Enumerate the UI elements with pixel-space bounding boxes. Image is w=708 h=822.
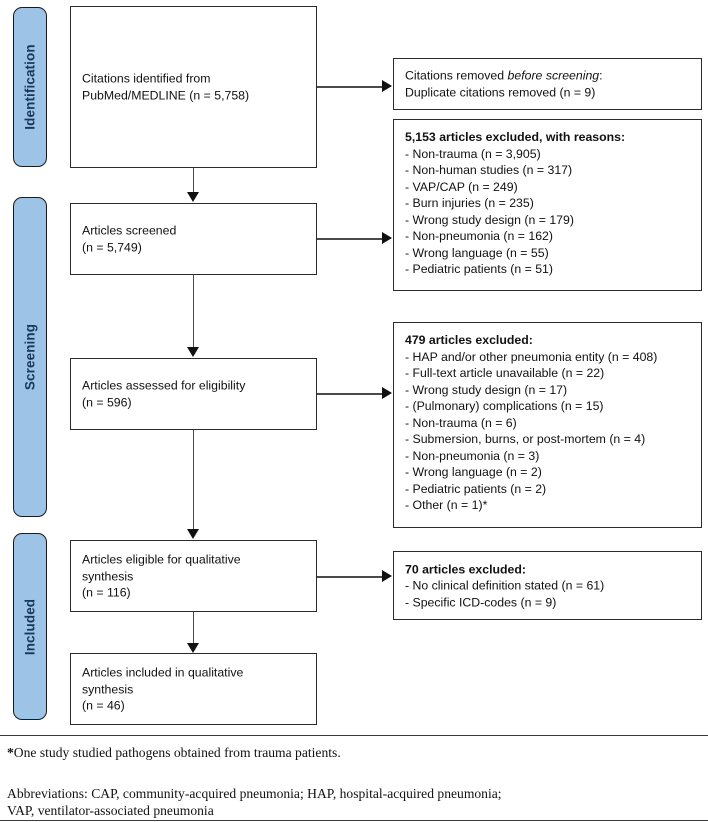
phase-label-identification: Identification [22, 44, 38, 130]
box-articles-included: Articles included in qualitative synthes… [70, 653, 317, 725]
arrow-down-icon [186, 643, 199, 653]
box-line: Duplicate citations removed (n = 9) [405, 85, 596, 99]
box-articles-assessed-text: Articles assessed for eligibility (n = 5… [82, 378, 310, 411]
box-articles-screened-text: Articles screened (n = 5,749) [82, 223, 310, 256]
box-line: (n = 46) [82, 698, 125, 713]
box-line: - Pediatric patients (n = 2) [405, 481, 547, 496]
connector-identified-to-removed [317, 86, 383, 88]
box-line: - Wrong study design (n = 179) [405, 212, 574, 227]
box-line: - Non-human studies (n = 317) [405, 163, 573, 177]
box-articles-screened: Articles screened (n = 5,749) [70, 203, 317, 275]
connector-screened-to-excluded [317, 238, 383, 240]
box-heading: Citations removed before screening: [405, 68, 695, 85]
box-line: Citations identified from [82, 71, 211, 86]
phase-bar-included: Included [13, 533, 47, 720]
connector-eligible-to-excluded [317, 576, 383, 578]
heading-pre: Citations removed [405, 68, 508, 83]
heading-post: : [599, 68, 603, 83]
connector-assessed-to-eligible [192, 430, 195, 530]
phase-label-included: Included [22, 598, 38, 655]
footnote-star-note: *One study studied pathogens obtained fr… [7, 744, 341, 761]
box-excluded-eligibility: 479 articles excluded: - HAP and/or othe… [393, 322, 702, 528]
box-line: - Wrong language (n = 55) [405, 245, 549, 260]
box-excluded-inclusion-text: 70 articles excluded: - No clinical defi… [405, 561, 695, 611]
footer-divider-top [0, 735, 708, 737]
arrow-down-icon [186, 192, 199, 202]
arrow-right-icon [382, 570, 392, 582]
box-line: Articles screened [82, 223, 177, 238]
box-line: (n = 5,749) [82, 240, 142, 254]
box-line: - Pediatric patients (n = 51) [405, 262, 553, 276]
phase-label-screening: Screening [22, 323, 38, 391]
box-excluded-inclusion: 70 articles excluded: - No clinical defi… [393, 551, 702, 620]
footnote-text: One study studied pathogens obtained fro… [13, 745, 341, 760]
box-citations-identified-text: Citations identified from PubMed/MEDLINE… [82, 71, 310, 104]
heading-italic: before screening [507, 68, 600, 83]
box-citations-identified: Citations identified from PubMed/MEDLINE… [70, 6, 317, 168]
abbreviations-line-1: Abbreviations: CAP, community-acquired p… [7, 786, 502, 801]
arrow-down-icon [186, 347, 199, 357]
box-line: - Submersion, burns, or post-mortem (n =… [405, 432, 646, 446]
box-heading: 479 articles excluded: [405, 333, 533, 347]
box-line: - Other (n = 1)* [405, 498, 488, 512]
box-articles-assessed: Articles assessed for eligibility (n = 5… [70, 358, 317, 430]
box-line: - No clinical definition stated (n = 61) [405, 578, 605, 593]
box-line: - Non-trauma (n = 6) [405, 415, 517, 430]
box-line: - Burn injuries (n = 235) [405, 196, 534, 210]
box-line: - VAP/CAP (n = 249) [405, 179, 518, 194]
box-line: - (Pulmonary) complications (n = 15) [405, 399, 604, 413]
box-excluded-eligibility-text: 479 articles excluded: - HAP and/or othe… [405, 332, 695, 514]
arrow-right-icon [382, 80, 392, 92]
box-articles-eligible-text: Articles eligible for qualitative synthe… [82, 551, 310, 601]
footer-divider-bottom [0, 820, 708, 822]
box-line: - Non-pneumonia (n = 3) [405, 448, 540, 463]
connector-identified-to-screened [192, 168, 195, 193]
arrow-right-icon [382, 232, 392, 244]
box-line: - HAP and/or other pneumonia entity (n =… [405, 349, 658, 364]
box-line: synthesis [82, 568, 134, 583]
box-articles-eligible: Articles eligible for qualitative synthe… [70, 540, 317, 612]
box-line: - Full-text article unavailable (n = 22) [405, 366, 605, 380]
abbreviations-line-2: VAP, ventilator-associated pneumonia [7, 803, 214, 818]
connector-screened-to-assessed [192, 275, 195, 348]
box-articles-included-text: Articles included in qualitative synthes… [82, 664, 310, 714]
phase-bar-screening: Screening [13, 197, 47, 517]
box-removed-before-screening: Citations removed before screening: Dupl… [393, 58, 702, 110]
box-line: Articles eligible for qualitative [82, 552, 241, 567]
box-excluded-screening: 5,153 articles excluded, with reasons: -… [393, 119, 702, 291]
box-line: - Non-trauma (n = 3,905) [405, 146, 541, 161]
box-line: (n = 116) [82, 585, 131, 600]
box-line: (n = 596) [82, 395, 132, 409]
phase-bar-identification: Identification [13, 7, 47, 167]
box-removed-before-screening-text: Citations removed before screening: Dupl… [405, 68, 695, 101]
footnote-star: * [7, 745, 14, 760]
box-line: - Wrong language (n = 2) [405, 465, 542, 479]
box-line: - Specific ICD-codes (n = 9) [405, 594, 557, 609]
arrow-right-icon [382, 387, 392, 399]
box-excluded-screening-text: 5,153 articles excluded, with reasons: -… [405, 129, 695, 278]
box-line: Articles assessed for eligibility [82, 378, 246, 393]
box-line: - Non-pneumonia (n = 162) [405, 229, 553, 243]
box-line: Articles included in qualitative [82, 665, 244, 680]
box-heading: 5,153 articles excluded, with reasons: [405, 130, 626, 144]
connector-assessed-to-excluded [317, 393, 383, 395]
arrow-down-icon [186, 529, 199, 539]
box-line: synthesis [82, 681, 134, 696]
connector-eligible-to-included [192, 612, 195, 644]
box-line: PubMed/MEDLINE (n = 5,758) [82, 88, 250, 102]
box-heading: 70 articles excluded: [405, 561, 526, 576]
box-line: - Wrong study design (n = 17) [405, 382, 568, 397]
